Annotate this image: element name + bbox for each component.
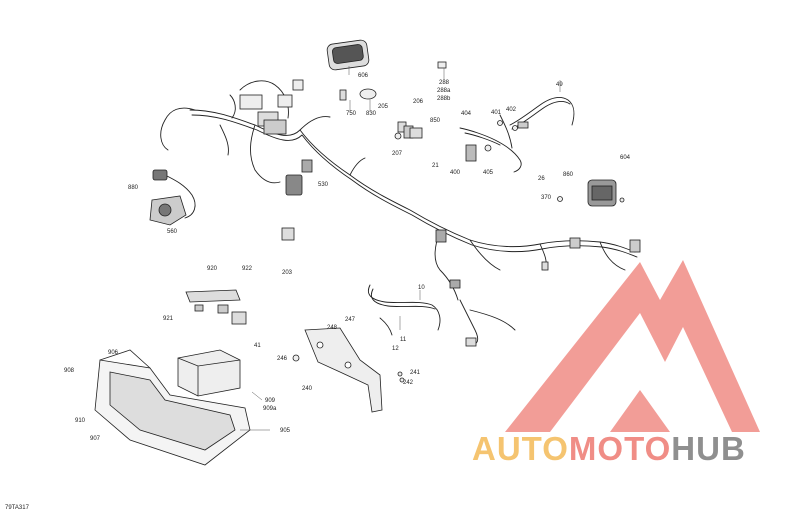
callout-850: 850 [430,118,441,124]
drawing-code: 79TA317 [5,505,29,511]
callout-203: 203 [282,270,293,276]
callout-402: 402 [506,107,517,113]
callout-401: 401 [491,110,502,116]
callout-530: 530 [318,182,329,188]
watermark-wordmark: AUTOMOTOHUB [472,432,746,465]
watermark-auto: AUTO [472,430,569,467]
callout-248: 248 [327,325,338,331]
callout-246: 246 [277,356,288,362]
callout-909: 909 [265,398,276,404]
callout-906: 906 [108,350,119,356]
callout-905: 905 [280,428,291,434]
callout-288b: 288b [437,96,451,102]
callout-910: 910 [75,418,86,424]
callout-922: 922 [242,266,253,272]
callout-560: 560 [167,229,178,235]
callout-288: 288 [439,80,450,86]
callout-207: 207 [392,151,403,157]
callout-404: 404 [461,111,472,117]
callout-10: 10 [418,285,425,291]
watermark-hub: HUB [671,430,746,467]
callout-21: 21 [432,163,439,169]
callout-206: 206 [413,99,424,105]
callout-860: 860 [563,172,574,178]
callout-240: 240 [302,386,313,392]
callout-12: 12 [392,346,399,352]
callout-11: 11 [400,337,407,343]
callout-205: 205 [378,104,389,110]
callout-921: 921 [163,316,174,322]
callout-247: 247 [345,317,356,323]
callout-830: 830 [366,111,377,117]
watermark-logo-icon [505,260,760,432]
bracket-240 [304,327,383,413]
watermark-moto: MOTO [568,430,672,467]
callout-908: 908 [64,368,75,374]
callout-920: 920 [207,266,218,272]
callout-288a: 288a [437,88,451,94]
callout-242: 242 [403,380,414,386]
callout-26: 26 [538,176,545,182]
callout-907: 907 [90,436,101,442]
callout-241: 241 [410,370,421,376]
callout-400: 400 [450,170,461,176]
callout-909a: 909a [263,406,277,412]
callout-750: 750 [346,111,357,117]
callout-880: 880 [128,185,139,191]
callout-606: 606 [358,73,369,79]
battery-908 [177,349,241,397]
callout-370: 370 [541,195,552,201]
callout-49: 49 [556,82,563,88]
callout-604: 604 [620,155,631,161]
callout-405: 405 [483,170,494,176]
callout-41: 41 [254,343,261,349]
